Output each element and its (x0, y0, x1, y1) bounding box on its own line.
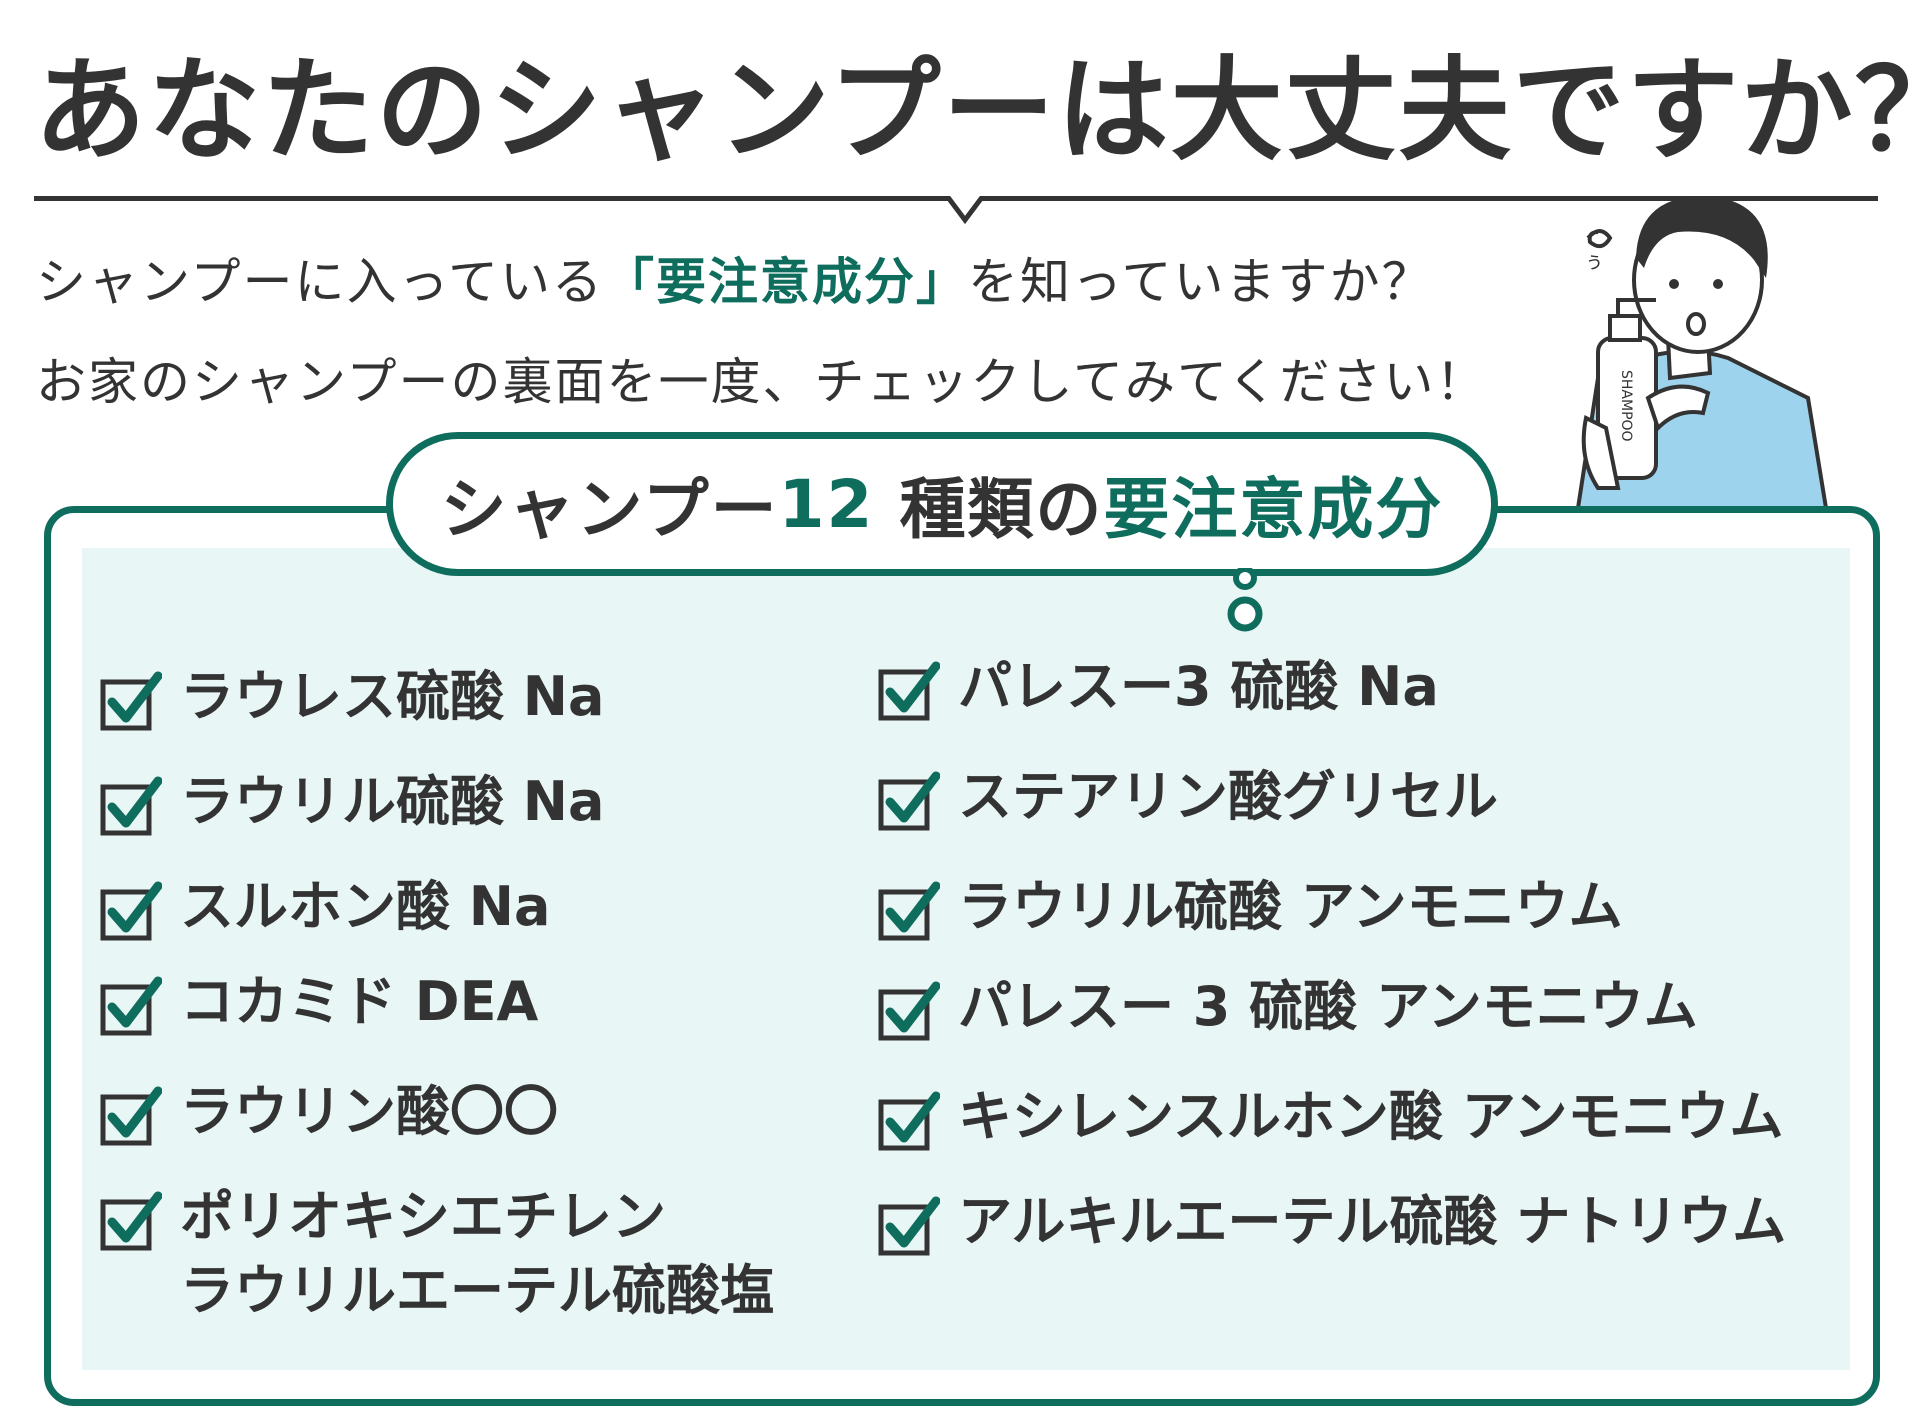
svg-text:ぅ: ぅ (1584, 249, 1604, 273)
intro-text: シャンプーに入っている「要注意成分」を知っていますか？ お家のシャンプーの裏面を… (36, 232, 1596, 432)
checkbox-checked-icon (100, 881, 162, 941)
checkbox-checked-icon (878, 771, 940, 831)
bottle-label: SHAMPOO (1618, 370, 1634, 442)
list-item: アルキルエーテル硫酸 ナトリウム (878, 1185, 1786, 1259)
list-item: ラウリル硫酸 アンモニウム (878, 870, 1623, 944)
checkbox-checked-icon (100, 671, 162, 731)
list-item: スルホン酸 Na (100, 870, 550, 944)
intro-line-1: シャンプーに入っている「要注意成分」を知っていますか？ (36, 253, 1434, 311)
intro-emphasis: 「要注意成分」 (604, 253, 968, 311)
list-item: ステアリン酸グリセル (878, 760, 1498, 834)
checkbox-checked-icon (100, 976, 162, 1036)
list-item: ラウリル硫酸 Na (100, 765, 604, 839)
ingredient-count: 12 (778, 465, 875, 543)
page-title: あなたのシャンプーは大丈夫ですか？ (34, 46, 1920, 176)
checkbox-checked-icon (100, 776, 162, 836)
checkbox-checked-icon (878, 881, 940, 941)
intro-line-2: お家のシャンプーの裏面を一度、チェックしてみてください！ (36, 353, 1488, 411)
ingredient-panel-background (82, 548, 1850, 1370)
checkbox-checked-icon (100, 1086, 162, 1146)
list-item: キシレンスルホン酸 アンモニウム (878, 1080, 1784, 1154)
list-item: ラウリン酸〇〇 (100, 1075, 558, 1149)
checkbox-checked-icon (878, 981, 940, 1041)
person-illustration: ぅ SHAMPOO (1575, 195, 1828, 508)
list-item: パレスー 3 硫酸 アンモニウム (878, 970, 1698, 1044)
checkbox-checked-icon (878, 1091, 940, 1151)
checkbox-checked-icon (878, 661, 940, 721)
underline-notch-icon (945, 196, 985, 225)
list-item: ラウレス硫酸 Na (100, 660, 604, 734)
list-item: パレスー3 硫酸 Na (878, 650, 1439, 724)
list-item: コカミド DEA (100, 965, 538, 1039)
list-item: ポリオキシエチレン ラウリルエーテル硫酸塩 (100, 1180, 774, 1328)
checkbox-checked-icon (878, 1196, 940, 1256)
speech-tail-icon (1227, 568, 1263, 632)
checkbox-checked-icon (100, 1191, 162, 1251)
